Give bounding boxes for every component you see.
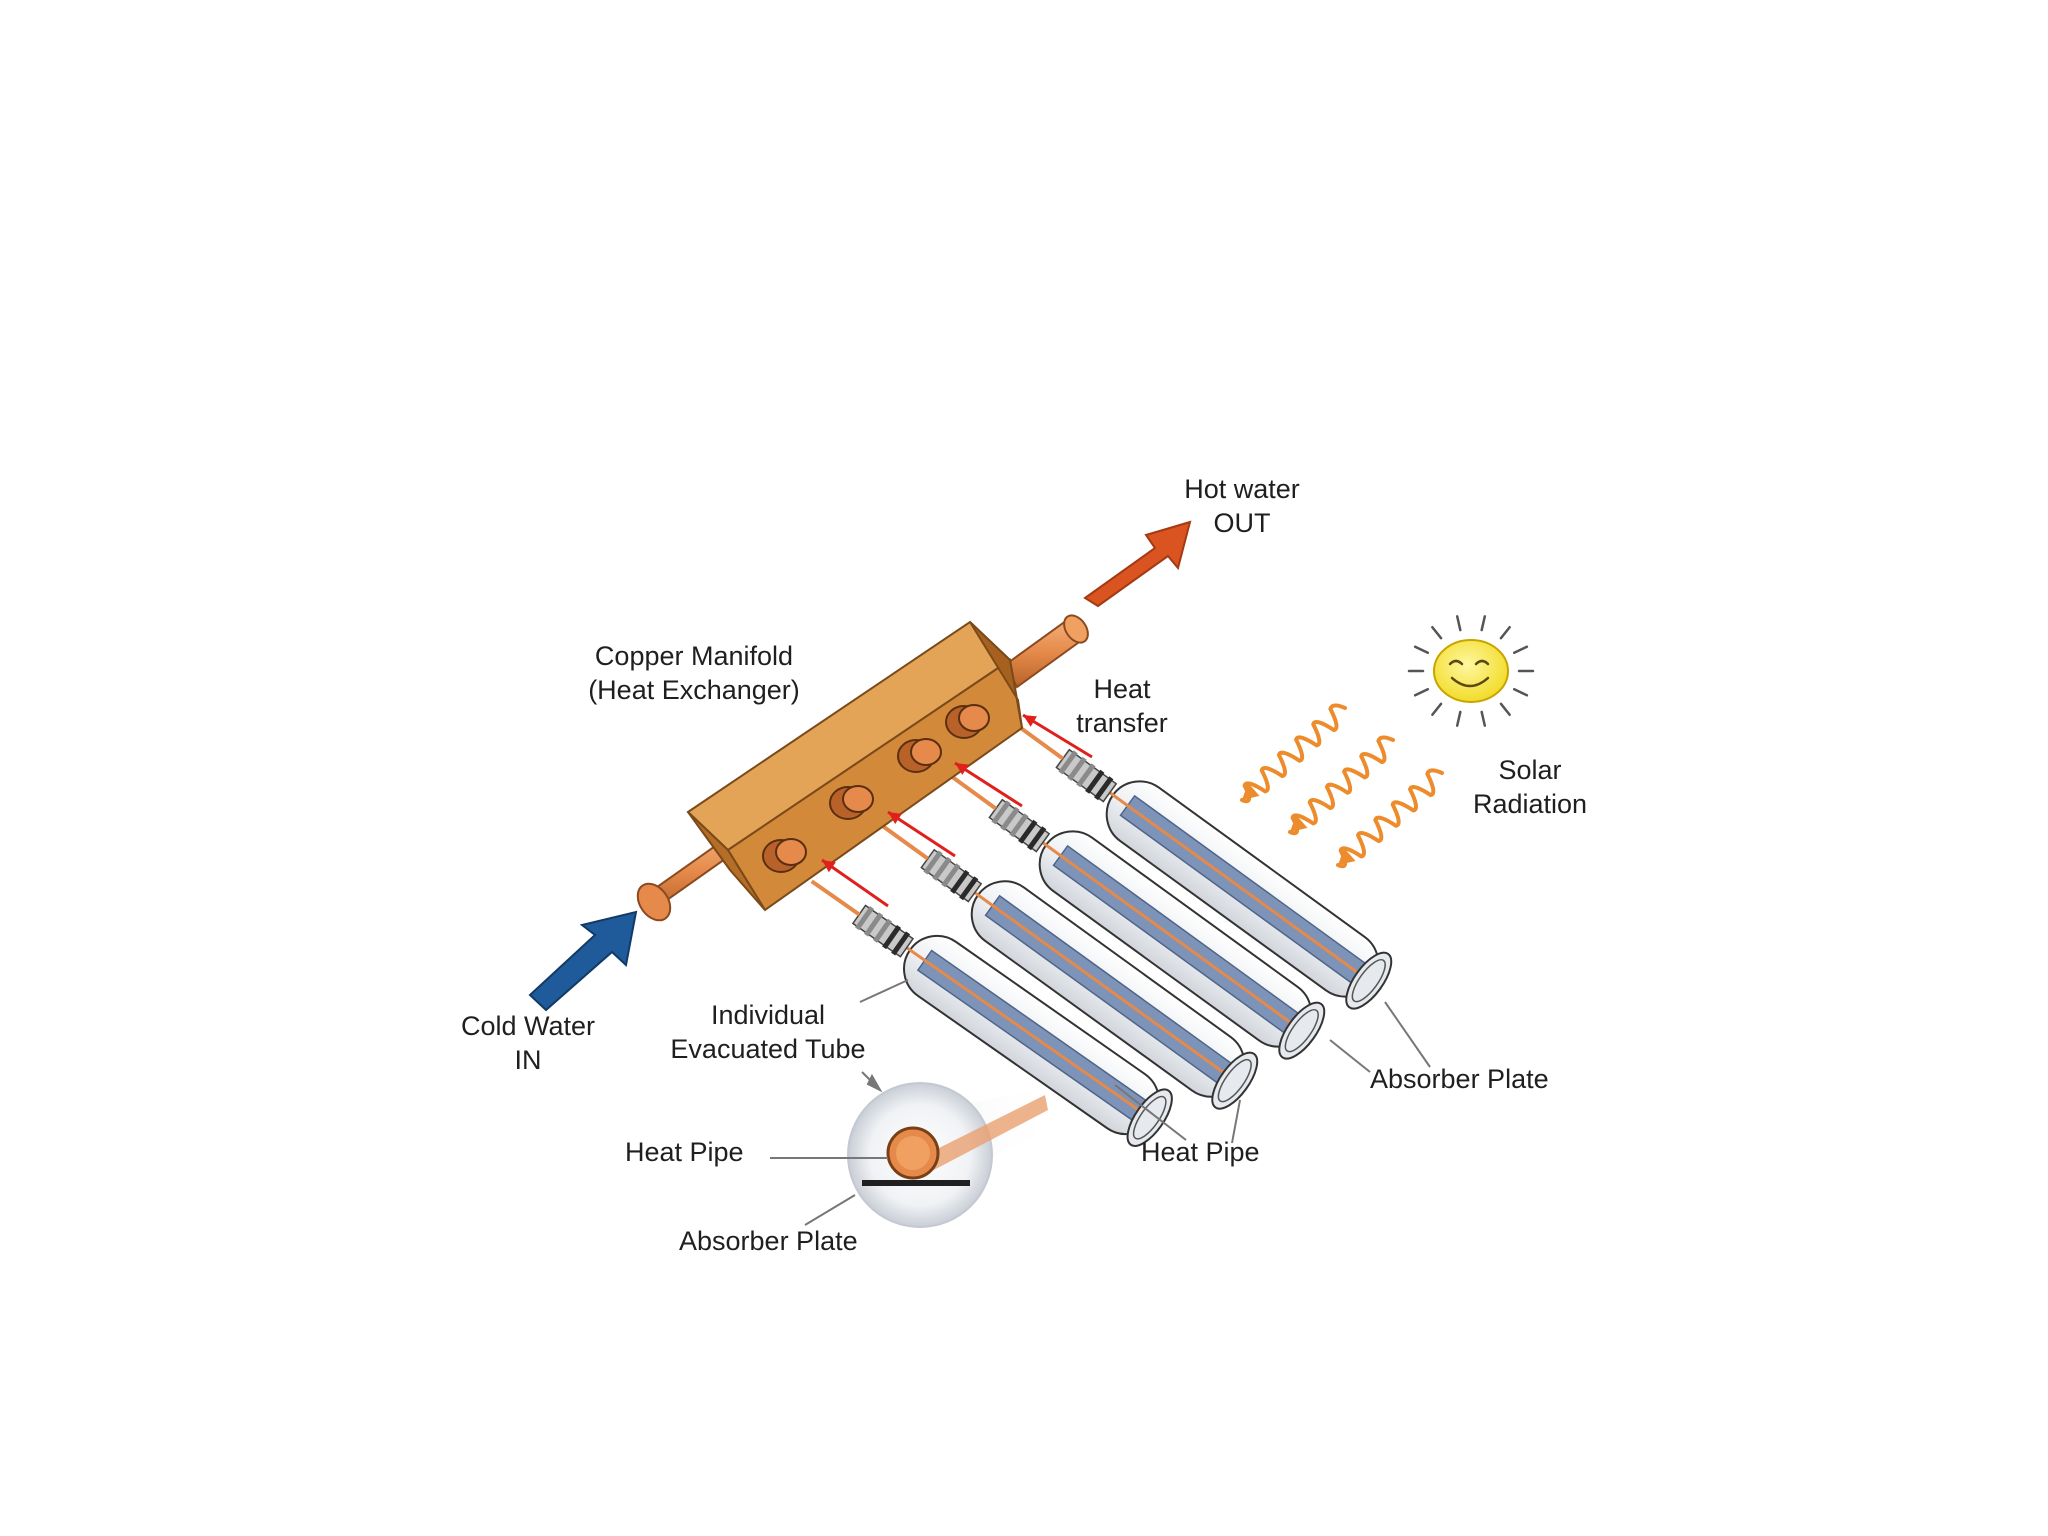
manifold-socket-2: [897, 738, 942, 773]
heat-pipe: [1079, 770, 1365, 979]
manifold-socket-4: [762, 838, 807, 873]
solar-radiation-label: Solar Radiation: [1473, 753, 1587, 821]
evacuated-tube-4: [810, 879, 1173, 1147]
cold-water-label-line2: IN: [514, 1045, 542, 1075]
manifold-socket-1: [945, 704, 990, 739]
leader-lines: [770, 979, 1431, 1226]
manifold-socket-3: [829, 785, 874, 820]
heat-pipe: [876, 925, 1146, 1116]
evacuated-tube-label: Individual Evacuated Tube: [670, 998, 865, 1066]
heat-pipe-connector: [851, 904, 915, 958]
evacuated-tube-3: [879, 823, 1259, 1110]
manifold-label-line2: (Heat Exchanger): [588, 675, 800, 705]
solar-radiation-waves: [1240, 703, 1444, 869]
solar-label-line1: Solar: [1498, 755, 1562, 785]
copper-manifold-label: Copper Manifold (Heat Exchanger): [588, 639, 800, 707]
outlet-pipe: [1003, 614, 1089, 689]
evacuated-tube-2: [947, 772, 1326, 1060]
absorber-plate-label-left: Absorber Plate: [679, 1226, 858, 1256]
evac-tube-label-line2: Evacuated Tube: [670, 1034, 866, 1064]
heat-transfer-arrows: [821, 713, 1093, 908]
heat-pipe-label-right: Heat Pipe: [1141, 1137, 1260, 1167]
heat-pipe-connector: [988, 798, 1051, 853]
cold-water-in-arrow: [528, 910, 638, 1012]
smiling-sun-icon: [1407, 615, 1535, 727]
heat-transfer-arrow-4: [821, 858, 889, 908]
solar-wave-arrow-2: [1288, 735, 1395, 836]
solar-wave-arrow-1: [1240, 703, 1347, 804]
heat-pipe: [1012, 820, 1298, 1029]
manifold-label-line1: Copper Manifold: [594, 641, 794, 671]
heat-pipe: [944, 870, 1231, 1079]
hot-water-out-arrow: [1083, 520, 1192, 608]
evacuated-tubes: [810, 722, 1393, 1147]
heat-pipe-label-left: Heat Pipe: [625, 1137, 744, 1167]
evac-tube-label-line1: Individual: [710, 1000, 826, 1030]
heat-transfer-label-line1: Heat: [1093, 674, 1151, 704]
heat-transfer-arrow-1: [1022, 713, 1093, 759]
cold-water-label-line1: Cold Water: [460, 1011, 596, 1041]
absorber-plate-label-right: Absorber Plate: [1370, 1064, 1549, 1094]
heat-pipe-connector: [920, 848, 983, 903]
hot-water-out-label: Hot water OUT: [1184, 472, 1300, 540]
heat-pipe-connector: [1055, 748, 1118, 803]
solar-label-line2: Radiation: [1472, 789, 1588, 819]
heat-transfer-arrow-2: [954, 761, 1023, 808]
heat-transfer-label: Heat transfer: [1076, 672, 1168, 740]
solar-wave-arrow-3: [1336, 768, 1444, 869]
evacuated-tube-1: [1014, 722, 1393, 1010]
hot-water-label-line2: OUT: [1213, 508, 1271, 538]
heat-transfer-label-line2: transfer: [1076, 708, 1168, 738]
hot-water-label-line1: Hot water: [1184, 474, 1300, 504]
cross-section-absorber-plate: [862, 1180, 970, 1186]
heat-transfer-arrow-3: [887, 810, 956, 858]
cold-water-in-label: Cold Water IN: [461, 1009, 595, 1077]
tube-cross-section-magnifier: [847, 1082, 1048, 1228]
manifold-sockets: [762, 704, 990, 873]
